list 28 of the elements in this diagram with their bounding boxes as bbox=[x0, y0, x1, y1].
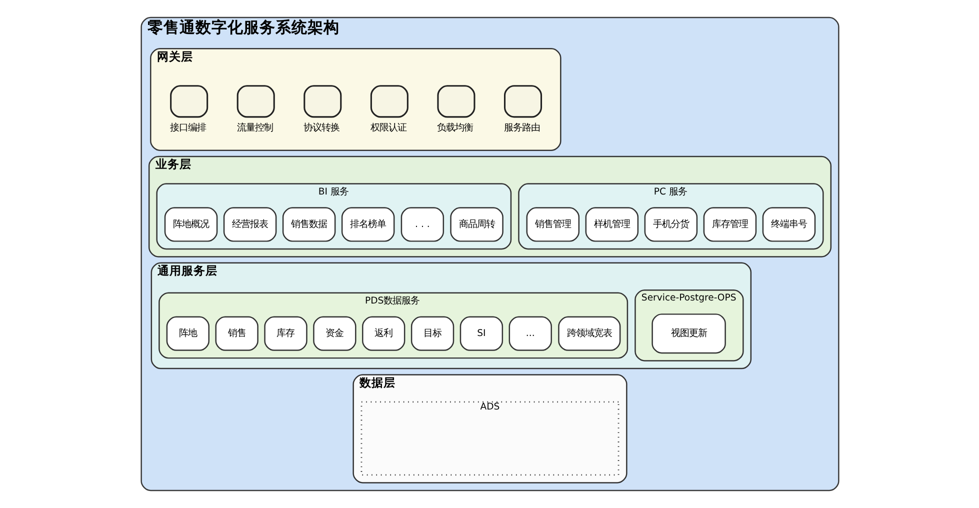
node-box: . . . bbox=[400, 207, 444, 242]
node-box: 样机管理 bbox=[584, 207, 638, 242]
node-box: 销售数据 bbox=[282, 207, 336, 242]
node-box: 阵地 bbox=[166, 316, 209, 351]
node-label: 权限认证 bbox=[370, 122, 406, 134]
node-box: 销售管理 bbox=[526, 207, 580, 242]
node-label: 流量控制 bbox=[236, 122, 272, 134]
node-label: 接口编排 bbox=[170, 122, 206, 134]
node-box: 视图更新 bbox=[651, 314, 726, 354]
node-label: 负载均衡 bbox=[436, 122, 473, 134]
node-box: 经营报表 bbox=[222, 207, 276, 242]
node-box: 目标 bbox=[410, 316, 454, 351]
node-box: 返利 bbox=[362, 316, 405, 351]
node-box: 库存 bbox=[264, 316, 307, 351]
node-box: 阵地概况 bbox=[164, 207, 218, 242]
node-box: 库存管理 bbox=[702, 207, 756, 242]
node-box: 商品周转 bbox=[450, 207, 503, 242]
node-box: SI bbox=[459, 316, 503, 351]
node-box: 排名榜单 bbox=[340, 207, 394, 242]
node-box: ... bbox=[508, 316, 552, 351]
node-box: ADS bbox=[360, 401, 619, 476]
node-label: 协议转换 bbox=[303, 122, 340, 134]
node-label: 服务路由 bbox=[503, 122, 540, 134]
node-box: 跨领域宽表 bbox=[558, 316, 620, 351]
node-box: 手机分货 bbox=[644, 207, 698, 242]
node-box: 资金 bbox=[312, 316, 356, 351]
node-box: 销售 bbox=[214, 316, 258, 351]
node-box: 终端串号 bbox=[762, 207, 816, 242]
